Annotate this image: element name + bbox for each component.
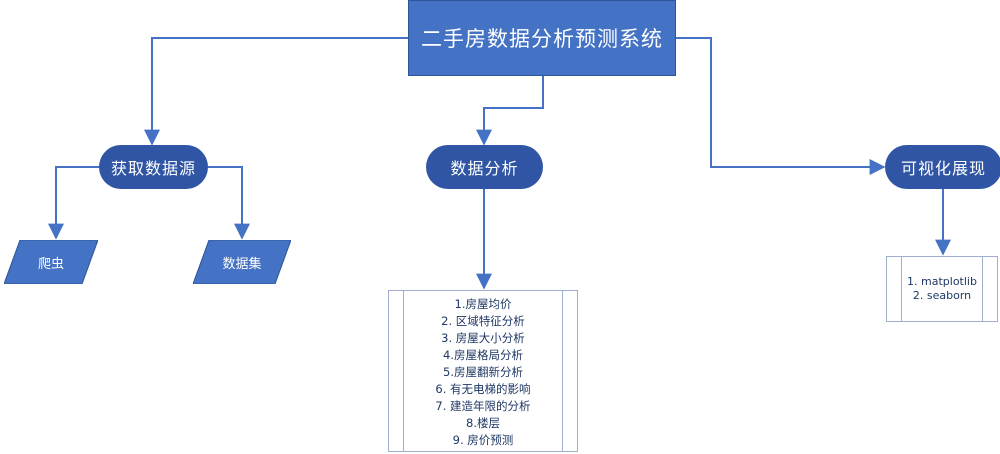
source-crawler: 爬虫 [4,240,98,284]
list-item: 1. matplotlib [907,275,977,288]
analysis-list: 1.房屋均价 2. 区域特征分析 3. 房屋大小分析 4.房屋格局分析 5.房屋… [389,296,577,449]
list-item: 2. 区域特征分析 [441,314,525,328]
list-item: 6. 有无电梯的影响 [435,382,531,396]
node-data-analysis: 数据分析 [426,145,543,189]
source-dataset: 数据集 [193,240,291,284]
source-dataset-label: 数据集 [222,256,262,272]
parallelogram-shape [193,240,291,284]
connector-root-acquire [144,37,408,146]
connector-acquire-dataset [208,166,250,240]
connector-root-analysis [476,76,544,146]
connector-acquire-crawler [48,166,99,240]
visual-list-box: 1. matplotlib 2. seaborn [886,256,998,322]
node-acquire-label: 获取数据源 [110,159,196,178]
list-item: 1.房屋均价 [454,297,512,311]
parallelogram-shape [4,240,98,284]
list-item: 7. 建造年限的分析 [435,399,531,413]
node-visual-label: 可视化展现 [900,159,986,178]
list-item: 8.楼层 [466,416,500,430]
list-item: 4.房屋格局分析 [443,348,523,362]
root-node: 二手房数据分析预测系统 [408,0,676,76]
analysis-list-box: 1.房屋均价 2. 区域特征分析 3. 房屋大小分析 4.房屋格局分析 5.房屋… [388,290,578,452]
list-right-bar [562,291,563,451]
list-item: 5.房屋翻新分析 [443,365,523,379]
list-left-bar [403,291,404,451]
list-right-bar [982,257,983,321]
list-item: 3. 房屋大小分析 [441,331,525,345]
list-item: 2. seaborn [912,289,972,302]
root-label: 二手房数据分析预测系统 [421,27,663,51]
connector-root-visual [676,37,886,175]
list-item: 9. 房价预测 [452,433,514,447]
node-visualization: 可视化展现 [885,145,1000,189]
node-acquire-data: 获取数据源 [99,145,208,189]
source-crawler-label: 爬虫 [37,256,64,272]
list-left-bar [901,257,902,321]
visual-list: 1. matplotlib 2. seaborn [887,275,997,303]
node-analysis-label: 数据分析 [450,159,519,178]
